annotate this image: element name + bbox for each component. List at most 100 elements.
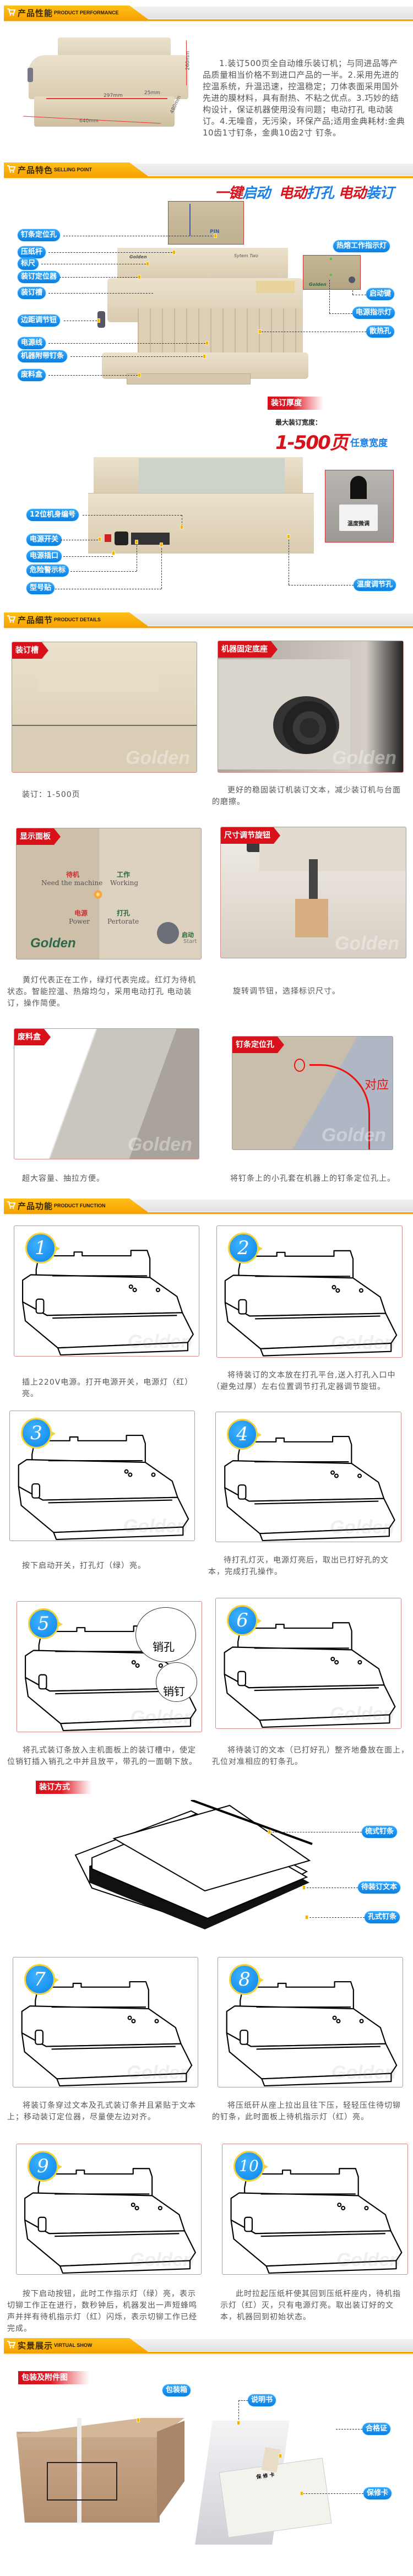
pin-callout: 销钉 — [156, 1662, 197, 1702]
label-heat-indicator: 热熔工作指示灯 — [333, 240, 390, 252]
watermark: Golden — [332, 747, 396, 768]
performance-description: 1.装订500页全自动维乐装订机；与同进品等产品质量相当价格不到进口产品的一半。… — [203, 58, 405, 138]
label-binding-slot: 装订槽 — [18, 287, 46, 299]
machine-line-drawing — [14, 1226, 199, 1356]
pin-hole-callout: 销孔 — [135, 1607, 196, 1662]
machine-outline — [25, 1625, 197, 1732]
power-cn: 电源 — [74, 909, 88, 917]
brand-text: Golden — [309, 282, 327, 287]
step-caption: 待打孔灯灭，电源灯亮后，取出已打好孔的文本，完成打孔操作。 — [208, 1556, 389, 1576]
detail-tag: 装订槽 — [12, 642, 48, 659]
slogan-part: 装订 — [366, 185, 394, 202]
max-width-suffix: 任意宽度 — [350, 438, 388, 449]
watermark: Golden — [126, 2062, 191, 2083]
package-box-photo — [17, 2418, 184, 2523]
label-included-combs: 机器附带钉条 — [18, 350, 68, 362]
section-subtitle: PRODUCT DETAILS — [54, 617, 101, 622]
control-panel-inset: Golden — [303, 255, 361, 290]
watermark: Golden — [329, 1704, 394, 1724]
machine-line-drawing — [218, 1957, 403, 2087]
machine-line-drawing — [13, 1957, 198, 2087]
slogan-part: 启动 — [242, 185, 270, 202]
callout-label: 销钉 — [163, 1685, 185, 1698]
label-ruler: 标尺 — [18, 258, 39, 270]
label-warranty-card: 保修卡 — [363, 2487, 392, 2499]
label-power-switch: 电源开关 — [26, 534, 62, 546]
machine-line-drawing — [216, 1412, 401, 1542]
dim-height: 260mm — [185, 51, 191, 70]
step-caption: 将孔式装订条放入主机面板上的装订槽中，使定位销钉插入销孔之中并且放平，带孔的一面… — [7, 1746, 197, 1766]
brand-text: Golden — [129, 254, 147, 259]
step-number-badge: 8 — [229, 1964, 264, 1995]
watermark: Golden — [129, 2249, 194, 2270]
step-caption: 将装订条穿过文本及孔式装订条并且紧贴于文本上；移动装订定位器，尽量使左边对齐。 — [7, 2101, 196, 2122]
label-binding-positioner: 装订定位器 — [18, 271, 61, 283]
slogan-part: 一键 — [215, 185, 243, 202]
detail-machine-base: 机器固定底座 Golden — [218, 641, 404, 773]
step-caption: 按下启动按钮，此时工作指示灯（绿）亮，表示切铆工作正在进行，数秒钟后，机器发出一… — [7, 2290, 197, 2333]
start-button — [157, 922, 179, 944]
label-model-sticker: 型号贴 — [26, 582, 55, 594]
detail-caption: 旋转调节钮，选择标识尺寸。 — [233, 987, 340, 996]
section-subtitle: PRODUCT PERFORMANCE — [54, 10, 119, 15]
detail-tag: 钉条定位孔 — [232, 1037, 284, 1053]
pin-inset-photo: PIN — [168, 201, 244, 245]
slogan-part: 打孔 — [306, 185, 334, 202]
machine-outline — [224, 1622, 396, 1728]
label-document: 待装订文本 — [358, 1881, 401, 1894]
label-power-indicator: 电源指示灯 — [352, 307, 395, 319]
binding-method-diagram — [74, 1800, 313, 1929]
machine-outline — [224, 1435, 395, 1542]
label-power-cord: 电源线 — [18, 337, 46, 349]
machine-line-drawing — [216, 1598, 401, 1728]
label-package-box: 包装箱 — [162, 2384, 191, 2396]
machine-outline — [226, 1981, 398, 2087]
callout-label: 销孔 — [153, 1640, 175, 1653]
watermark: Golden — [330, 1332, 395, 1353]
slogan: 一键启动 电动打孔 电动装订 — [215, 182, 394, 202]
max-width-value: 1-500页 — [275, 432, 349, 454]
cart-icon — [7, 165, 15, 173]
detail-caption: 黄灯代表正在工作，绿灯代表完成。红灯为待机状态。智能控温、热熔均匀，采用电动打孔… — [7, 976, 196, 1008]
documents-photo: 保 修 卡 — [193, 2421, 332, 2550]
machine-outline — [230, 2168, 403, 2274]
label-hazard-warning: 危险警示标 — [26, 565, 69, 577]
temp-adjust-text: 温度微调 — [347, 521, 369, 527]
detail-display-panel: 显示面板 待机 Need the machine 工作 Working 电源 P… — [16, 828, 202, 959]
label-power-socket: 电源插口 — [26, 550, 62, 562]
standby-en: Need the machine — [41, 879, 103, 887]
watermark: Golden — [334, 933, 399, 954]
perforate-cn: 打孔 — [117, 909, 131, 917]
label-manual: 说明书 — [248, 2394, 276, 2406]
product-photo-dimensions: 297mm 25mm 260mm 640mm 480mm — [22, 36, 193, 138]
step-number-badge: 9 — [28, 2151, 62, 2182]
detail-caption: 超大容量、抽拉方便。 — [22, 1174, 105, 1183]
detail-size-knob: 尺寸调节旋钮 Golden — [220, 827, 406, 958]
step-number-badge: 5 — [28, 1608, 63, 1639]
dim-width: 640mm — [79, 118, 99, 124]
label-start-key: 启动键 — [366, 288, 395, 300]
package-accessories-tag: 包装及附件图 — [18, 2371, 90, 2384]
detail-tag: 显示面板 — [17, 828, 61, 845]
detail-tag: 尺寸调节旋钮 — [221, 827, 280, 844]
label-pin-positioning-hole: 钉条定位孔 — [18, 229, 61, 241]
step-number-badge: 6 — [227, 1605, 262, 1636]
machine-line-drawing — [17, 2144, 201, 2274]
annotation-text: 对应 — [365, 1078, 389, 1092]
watermark: Golden — [329, 1517, 394, 1538]
slogan-part: 电动 — [279, 185, 307, 202]
watermark: Golden — [127, 1331, 192, 1352]
machine-line-drawing — [17, 1602, 202, 1732]
dim-bind-length: 297mm — [104, 93, 123, 99]
step-caption: 此时拉起压纸杆使其回到压纸杆座内，待机指示灯（红）灭，只有电源灯亮。取出装订好的… — [220, 2290, 401, 2322]
max-width-label: 最大装订宽度： — [275, 419, 322, 426]
section-title: 产品细节 — [18, 615, 53, 625]
